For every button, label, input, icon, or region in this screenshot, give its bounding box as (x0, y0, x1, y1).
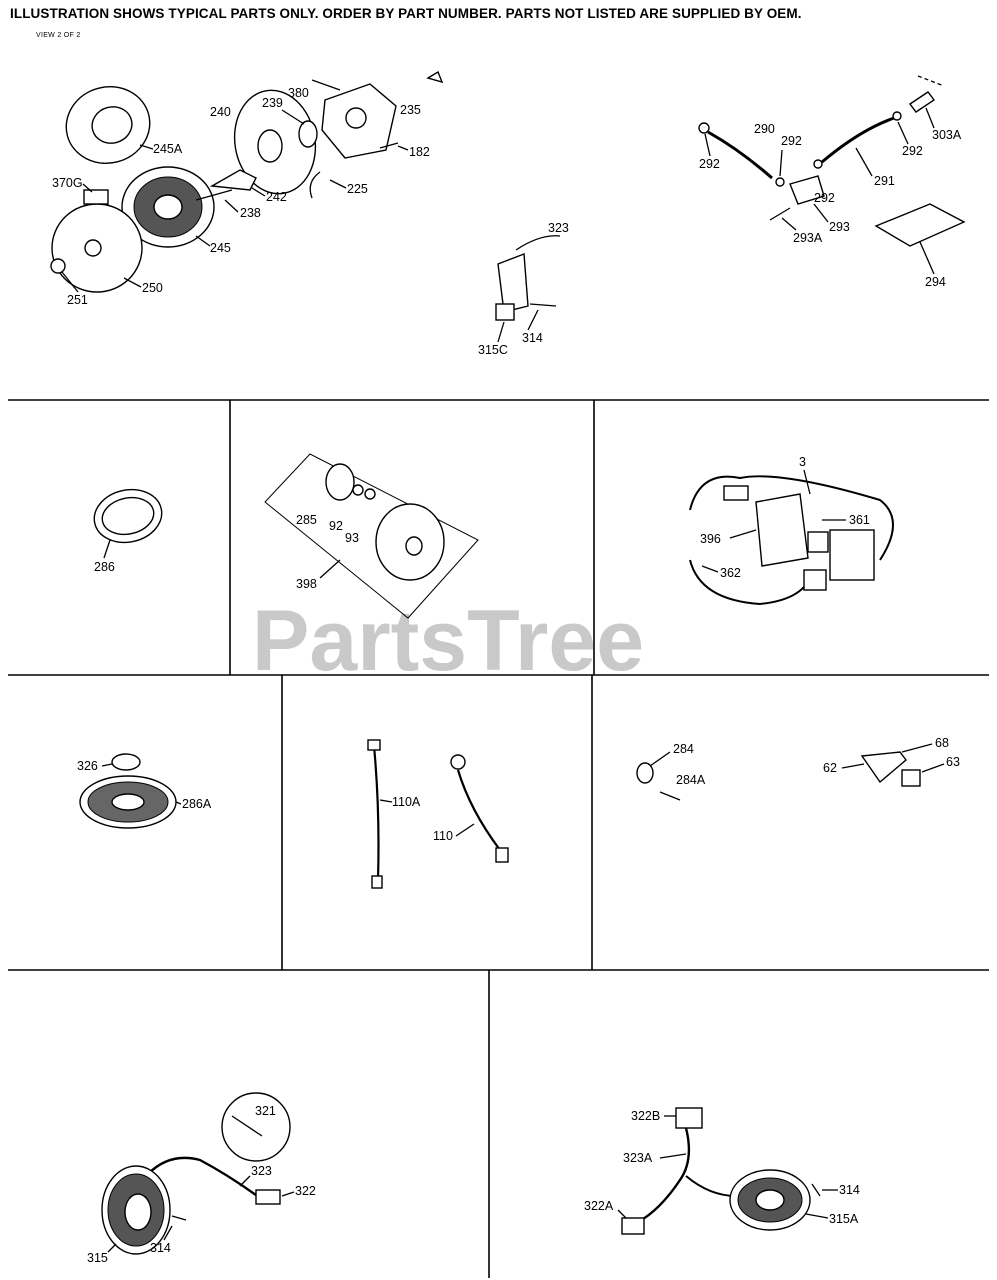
section-grid (8, 399, 989, 1278)
callout-3: 3 (799, 455, 806, 469)
callout-294: 294 (925, 275, 946, 289)
callout-245A: 245A (153, 142, 183, 156)
callout-314-top: 314 (522, 331, 543, 345)
callout-361: 361 (849, 513, 870, 527)
callout-362: 362 (720, 566, 741, 580)
callout-323-top: 323 (548, 221, 569, 235)
section-286A: 326 286A (77, 753, 212, 829)
callout-286A: 286A (182, 797, 212, 811)
callout-322A: 322A (584, 1199, 614, 1213)
callout-240: 240 (210, 105, 231, 119)
callout-322: 322 (295, 1184, 316, 1198)
view-indicator: VIEW 2 OF 2 (36, 32, 81, 39)
callout-322B: 322B (631, 1109, 660, 1123)
callout-285: 285 (296, 513, 317, 527)
callout-110: 110 (433, 829, 453, 843)
callout-315A: 315A (829, 1212, 859, 1226)
callout-63: 63 (946, 755, 960, 769)
fuel-line-assembly (698, 75, 966, 247)
callout-370G: 370G (52, 176, 83, 190)
callout-292-lower: 292 (814, 191, 835, 205)
callout-326: 326 (77, 759, 98, 773)
callout-293: 293 (829, 220, 850, 234)
callout-92: 92 (329, 519, 343, 533)
callout-238: 238 (240, 206, 261, 220)
callout-93: 93 (345, 531, 359, 545)
callout-286: 286 (94, 560, 115, 574)
section-286: 286 (93, 488, 163, 574)
callout-68: 68 (935, 736, 949, 750)
callout-321: 321 (255, 1104, 276, 1118)
section-284-68: 284 284A 68 62 63 (636, 736, 960, 801)
callout-290: 290 (754, 122, 775, 136)
governor-bracket (495, 235, 561, 321)
callout-225: 225 (347, 182, 368, 196)
callout-235: 235 (400, 103, 421, 117)
callout-303A: 303A (932, 128, 962, 142)
watermark-text: PartsTree (252, 593, 644, 689)
callout-labels-top: 245A 370G 240 239 380 235 182 225 242 23… (52, 86, 962, 357)
callout-110A: 110A (392, 795, 421, 809)
section-alternator-left: 321 323 322 315 314 (87, 1092, 316, 1265)
callout-62: 62 (823, 761, 837, 775)
callout-380: 380 (288, 86, 309, 100)
air-cleaner-assembly (50, 70, 444, 293)
callout-239: 239 (262, 96, 283, 110)
section-starter: 285 92 93 398 (264, 453, 479, 619)
callout-245: 245 (210, 241, 231, 255)
callout-314-bottom-right: 314 (839, 1183, 860, 1197)
callout-396: 396 (700, 532, 721, 546)
parts-notice: ILLUSTRATION SHOWS TYPICAL PARTS ONLY. O… (10, 6, 802, 21)
callout-292-right: 292 (902, 144, 923, 158)
callout-314-bottom-left: 314 (150, 1241, 171, 1255)
callout-292-mid: 292 (781, 134, 802, 148)
callout-292-left: 292 (699, 157, 720, 171)
callout-242: 242 (266, 190, 287, 204)
callout-293A: 293A (793, 231, 823, 245)
callout-315C: 315C (478, 343, 508, 357)
callout-284A: 284A (676, 773, 706, 787)
section-solenoid: 3 396 361 362 (689, 455, 894, 606)
callout-315: 315 (87, 1251, 108, 1265)
section-ground-wires: 110A 110 (367, 739, 509, 889)
callout-398: 398 (296, 577, 317, 591)
callout-251: 251 (67, 293, 88, 307)
callout-323-bottom: 323 (251, 1164, 272, 1178)
callout-291: 291 (874, 174, 895, 188)
callout-182: 182 (409, 145, 430, 159)
section-alternator-right: 322B 323A 322A 314 315A (584, 1107, 860, 1235)
callout-250: 250 (142, 281, 163, 295)
callout-323A: 323A (623, 1151, 653, 1165)
callout-284: 284 (673, 742, 694, 756)
